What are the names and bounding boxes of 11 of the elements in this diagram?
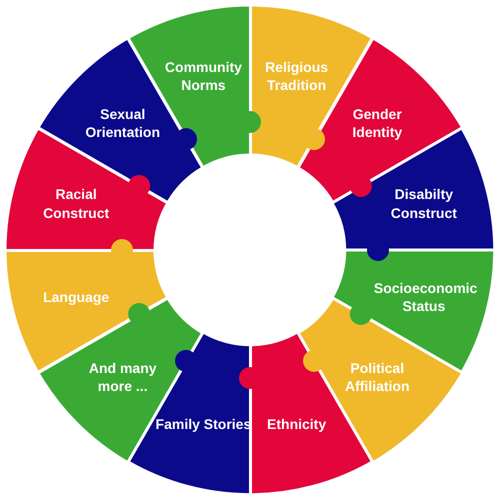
- piece-label: Disabilty Construct: [390, 185, 458, 222]
- piece-label: Religious Tradition: [264, 58, 330, 94]
- piece-label: Gender Identity: [351, 104, 404, 141]
- piece-label: Political Affiliation: [344, 359, 411, 396]
- piece-label: Family Stories: [154, 414, 252, 433]
- piece-label: Ethnicity: [266, 414, 328, 433]
- piece-label: Community Norms: [164, 58, 243, 94]
- piece-label: Language: [42, 287, 110, 306]
- piece-label: And many more ...: [88, 359, 158, 396]
- piece-label: Sexual Orientation: [84, 104, 162, 141]
- piece-label: Racial Construct: [42, 185, 110, 222]
